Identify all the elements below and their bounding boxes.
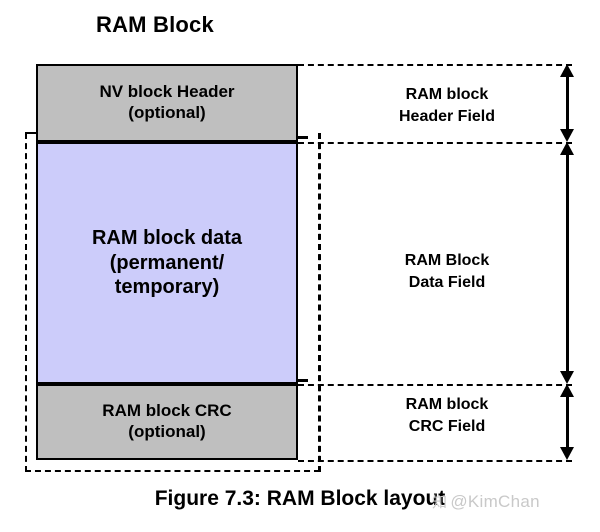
- block-ram-block-data-line2: (permanent/: [109, 251, 225, 274]
- leader-line-header-top: [298, 64, 572, 66]
- block-ram-block-crc-line1: RAM block CRC: [102, 401, 232, 421]
- arrow-head-down-icon: [560, 371, 574, 384]
- field-label-crc-line1: RAM block: [405, 396, 489, 413]
- arrow-head-down-icon: [560, 447, 574, 460]
- field-label-data-line2: Data Field: [408, 273, 486, 291]
- leader-line-crc-bottom: [298, 460, 572, 462]
- block-ram-block-data-line3: temporary): [114, 276, 220, 299]
- arrow-shaft: [566, 152, 569, 374]
- measure-arrow-crc-field: [560, 384, 574, 460]
- outline-top-stub-left: [25, 132, 39, 134]
- watermark-text: @KimChan: [450, 492, 540, 511]
- field-label-ram-block-header-field: RAM block Header Field: [352, 84, 542, 127]
- block-ram-block-data: RAM block data (permanent/ temporary): [36, 142, 298, 384]
- leader-line-data-bottom: [298, 384, 572, 386]
- arrow-shaft: [566, 394, 569, 450]
- measure-arrow-data-field: [560, 142, 574, 384]
- field-label-ram-block-crc-field: RAM block CRC Field: [352, 394, 542, 437]
- figure-caption: Figure 7.3: RAM Block layout: [154, 487, 446, 510]
- arrow-head-up-icon: [560, 64, 574, 77]
- arrow-head-down-icon: [560, 129, 574, 142]
- watermark-logo-icon: 知: [432, 493, 448, 511]
- block-nv-block-header-line1: NV block Header: [99, 82, 235, 102]
- watermark: 知 @KimChan: [432, 492, 540, 512]
- block-ram-block-crc: RAM block CRC (optional): [36, 384, 298, 460]
- block-ram-block-crc-line2: (optional): [128, 422, 206, 441]
- arrow-head-up-icon: [560, 142, 574, 155]
- field-label-data-line1: RAM Block: [404, 252, 490, 269]
- outline-right-dashed-segment: [319, 133, 321, 472]
- arrow-head-up-icon: [560, 384, 574, 397]
- measure-arrow-header-field: [560, 64, 574, 142]
- arrow-shaft: [566, 74, 569, 132]
- block-nv-block-header: NV block Header (optional): [36, 64, 298, 142]
- field-label-ram-block-data-field: RAM Block Data Field: [352, 250, 542, 293]
- field-label-header-line2: Header Field: [398, 107, 496, 125]
- leader-line-header-bottom: [298, 142, 572, 144]
- block-ram-block-data-line1: RAM block data: [91, 227, 243, 250]
- field-label-crc-line2: CRC Field: [408, 417, 486, 435]
- field-label-header-line1: RAM block: [405, 86, 489, 103]
- figure-title: RAM Block: [96, 12, 214, 37]
- block-nv-block-header-line2: (optional): [128, 103, 206, 122]
